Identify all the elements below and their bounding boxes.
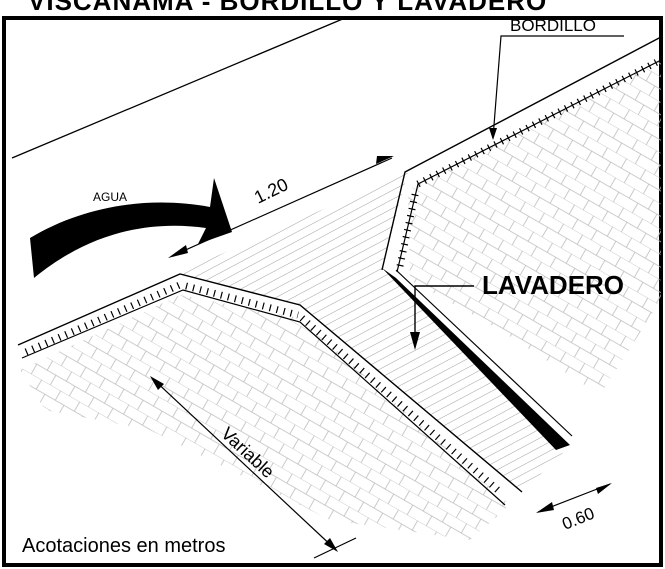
bordillo-leader — [489, 35, 624, 140]
dimension-060-line — [536, 483, 612, 513]
water-flow-arrow — [30, 178, 232, 278]
curb-left — [17, 273, 523, 506]
label-dim-120: 1.20 — [251, 174, 291, 207]
curb-right — [381, 36, 663, 273]
label-dim-060: 0.60 — [559, 504, 597, 534]
rubble-left — [20, 295, 510, 540]
dimension-variable-line — [150, 376, 357, 559]
title-strip: VISCANAMA - BORDILLO Y LAVADERO — [0, 0, 665, 16]
label-agua: AGUA — [93, 190, 127, 204]
lavadero-strip — [382, 268, 570, 450]
label-lavadero: LAVADERO — [482, 270, 624, 300]
lavadero-leader — [410, 285, 474, 350]
road-edge-line — [11, 17, 346, 159]
diagram-title: VISCANAMA - BORDILLO Y LAVADERO — [28, 0, 548, 16]
label-bordillo: BORDILLO — [510, 16, 596, 35]
rubble-right — [408, 60, 661, 395]
units-note: Acotaciones en metros — [22, 535, 225, 557]
channel-floor — [180, 172, 568, 492]
dimension-120-line — [168, 156, 394, 258]
